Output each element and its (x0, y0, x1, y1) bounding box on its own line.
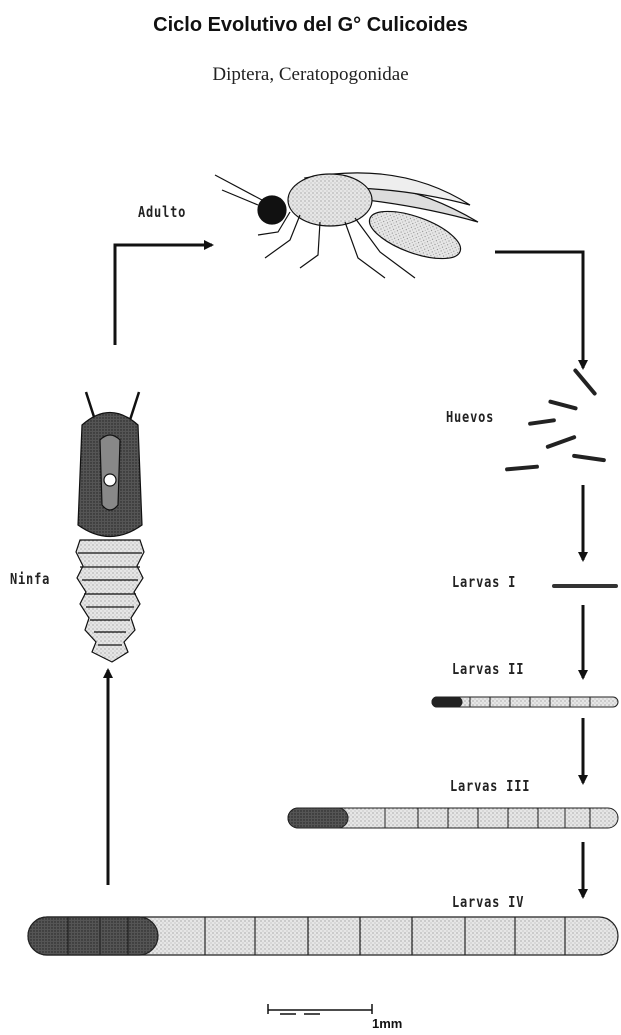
larva-3-illustration (288, 808, 618, 828)
larva-4-illustration (28, 917, 618, 955)
label-ninfa: Ninfa (10, 570, 50, 588)
larva-1-illustration (552, 584, 618, 588)
scale-bar-label: 1mm (372, 1016, 402, 1031)
label-larvas-2: Larvas II (452, 660, 524, 678)
label-larvas-4: Larvas IV (452, 893, 524, 911)
arrow-ninfa-to-adulto (115, 245, 212, 345)
label-huevos: Huevos (446, 408, 494, 426)
label-adulto: Adulto (138, 203, 186, 221)
adult-midge-illustration (215, 173, 478, 278)
larva-2-illustration (432, 697, 618, 707)
arrow-adulto-to-huevos (495, 252, 583, 368)
label-larvas-1: Larvas I (452, 573, 516, 591)
label-larvas-3: Larvas III (450, 777, 530, 795)
cycle-arrows (108, 245, 583, 897)
pupa-illustration (76, 392, 144, 662)
eggs-illustration (505, 368, 606, 472)
scale-bar (268, 1004, 372, 1014)
